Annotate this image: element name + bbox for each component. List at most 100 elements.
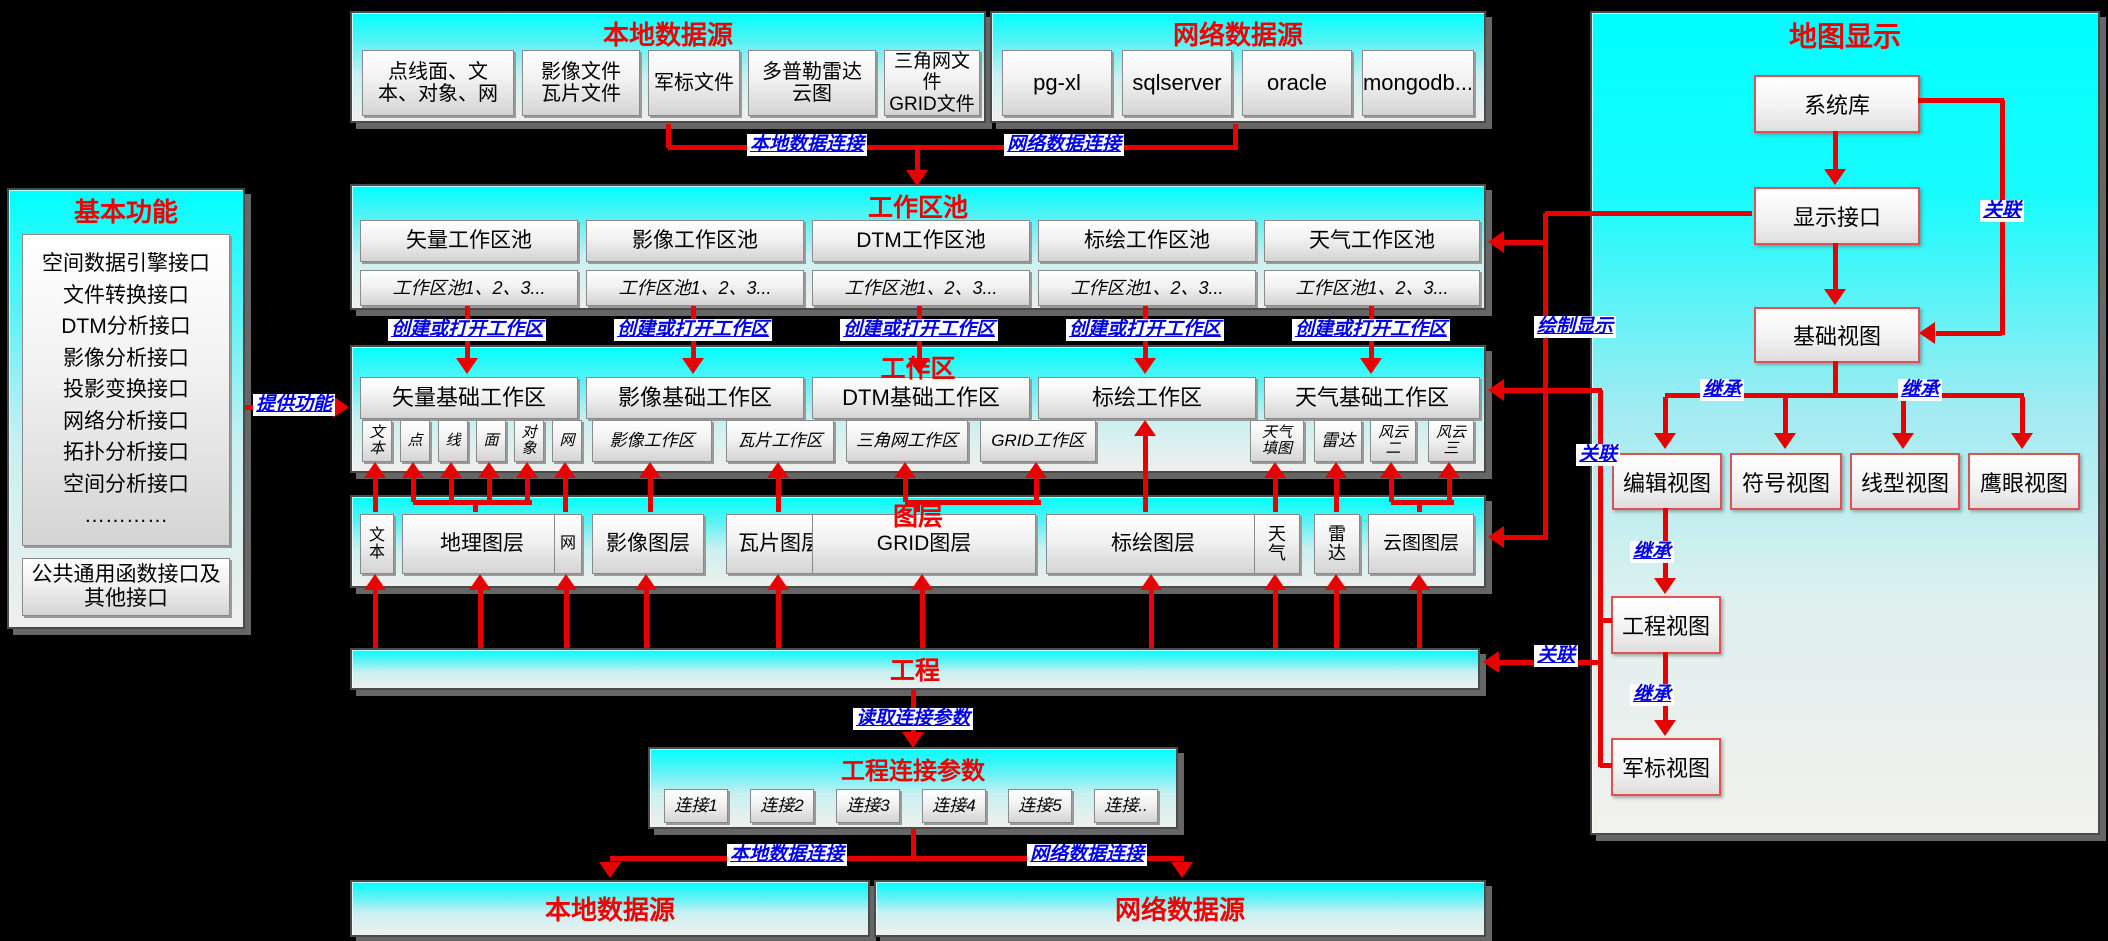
node-system-library: 系统库 (1754, 75, 1920, 133)
connector-line (915, 502, 920, 512)
connector-line (1233, 124, 1238, 148)
arrow-up-icon (639, 462, 661, 478)
arrow-up-icon (478, 462, 500, 478)
node-pg-xl: pg-xl (1002, 50, 1112, 116)
connector-line (1936, 331, 2002, 336)
connector-line (478, 590, 483, 648)
node-pool-items: 工作区池1、2、3... (360, 270, 578, 306)
node-oracle: oracle (1242, 50, 1352, 116)
node-layer-text: 文 本 (360, 514, 394, 574)
arrow-down-icon (1824, 289, 1846, 305)
interface-item: 网络分析接口 (63, 409, 189, 433)
node-connection-2: 连接2 (750, 789, 814, 823)
connector-line (473, 502, 478, 512)
panel-connection-params: 工程连接参数 连接1 连接2 连接3 连接4 连接5 连接.. (648, 747, 1178, 829)
arrow-down-icon (682, 358, 704, 374)
node-layer-network: 网 (554, 514, 582, 574)
arrow-up-icon (516, 462, 538, 478)
arrow-left-icon (1483, 651, 1499, 673)
node-ws-text: 文 本 (362, 420, 392, 462)
node-image-workspace: 影像工作区 (592, 420, 712, 462)
node-layer-image: 影像图层 (592, 514, 704, 574)
arrow-down-icon (1171, 862, 1193, 878)
connector-line (1504, 388, 1602, 393)
node-weather-pool: 天气工作区池 (1264, 220, 1480, 262)
node-dtm-pool: DTM工作区池 (812, 220, 1030, 262)
node-interface-list: 空间数据引擎接口 文件转换接口 DTM分析接口 影像分析接口 投影变换接口 网络… (22, 234, 230, 546)
label-draw-display: 绘制显示 (1533, 316, 1617, 338)
connector-line (449, 478, 454, 502)
connector-line (1334, 478, 1339, 512)
connector-line (1034, 478, 1039, 502)
connector-line (564, 590, 569, 648)
node-layer-radar: 雷 达 (1314, 514, 1360, 574)
label-create-open-workspace: 创建或打开工作区 (387, 319, 547, 341)
node-tin-grid-files: 三角网文件 GRID文件 (884, 50, 980, 116)
node-ws-polygon: 面 (476, 420, 506, 462)
node-linetype-view: 线型视图 (1850, 453, 1960, 510)
node-dtm-base-workspace: DTM基础工作区 (812, 377, 1030, 419)
interface-item: 影像分析接口 (63, 346, 189, 370)
connector-line (1901, 397, 1906, 435)
arrow-up-icon (440, 462, 462, 478)
connector-line (1600, 618, 1612, 623)
arrow-down-icon (2011, 433, 2033, 449)
node-edit-view: 编辑视图 (1612, 453, 1722, 510)
label-provide-function: 提供功能 (252, 394, 336, 416)
arrow-down-icon (1774, 433, 1796, 449)
arrow-up-icon (635, 574, 657, 590)
arrow-down-icon (1892, 433, 1914, 449)
arrow-up-icon (1264, 574, 1286, 590)
node-tile-workspace: 瓦片工作区 (726, 420, 834, 462)
node-image-tile-files: 影像文件 瓦片文件 (522, 50, 640, 116)
node-ws-network: 网 (552, 420, 582, 462)
node-base-view: 基础视图 (1754, 307, 1920, 363)
node-layer-cloud: 云图图层 (1368, 514, 1474, 574)
node-common-function-interface: 公共通用函数接口及 其他接口 (22, 558, 230, 616)
label-read-connection-params: 读取连接参数 (852, 708, 974, 730)
node-fengyun-2: 风云 二 (1370, 420, 1416, 462)
panel-basic-functions-title: 基本功能 (73, 197, 178, 227)
arrow-up-icon (767, 574, 789, 590)
arrow-up-icon (1438, 462, 1460, 478)
arrow-up-icon (364, 574, 386, 590)
node-display-interface: 显示接口 (1754, 187, 1920, 245)
node-layer-plot: 标绘图层 (1046, 514, 1260, 574)
arrow-left-icon (1919, 322, 1935, 344)
arrow-down-icon (906, 170, 928, 186)
arrow-up-icon (364, 462, 386, 478)
node-mongodb: mongodb... (1362, 50, 1474, 116)
label-create-open-workspace: 创建或打开工作区 (839, 319, 999, 341)
connector-line (776, 478, 781, 512)
label-inherit: 继承 (1629, 684, 1675, 706)
label-local-data-connection: 本地数据连接 (746, 134, 868, 156)
connector-line (2020, 397, 2025, 435)
panel-local-data-source-bottom: 本地数据源 (350, 880, 870, 937)
node-image-base-workspace: 影像基础工作区 (586, 377, 804, 419)
panel-basic-functions: 基本功能 空间数据引擎接口 文件转换接口 DTM分析接口 影像分析接口 投影变换… (7, 188, 245, 629)
connector-line (1663, 397, 1668, 435)
arrow-up-icon (469, 574, 491, 590)
connector-line (1598, 390, 1603, 767)
panel-network-data-source-top: 网络数据源 pg-xl sqlserver oracle mongodb... (990, 11, 1486, 123)
arrow-left-icon (1488, 526, 1504, 548)
connector-line (644, 590, 649, 648)
interface-item: 文件转换接口 (63, 283, 189, 307)
node-vector-files: 点线面、文 本、对象、网 (362, 50, 514, 116)
arrow-up-icon (1264, 462, 1286, 478)
node-doppler-radar-cloud: 多普勒雷达 云图 (748, 50, 876, 116)
panel-map-display-title: 地图显示 (1788, 21, 1901, 52)
arrow-up-icon (894, 462, 916, 478)
panel-network-data-source-title: 网络数据源 (1172, 20, 1303, 50)
arrow-down-icon (1134, 358, 1156, 374)
connector-line (1417, 590, 1422, 648)
label-association: 关联 (1575, 444, 1621, 466)
label-inherit: 继承 (1897, 379, 1943, 401)
connector-line (648, 478, 653, 512)
panel-local-data-source-title: 本地数据源 (602, 20, 733, 50)
connector-line (1417, 502, 1422, 512)
label-network-data-connection: 网络数据连接 (1026, 844, 1148, 866)
connector-line (1149, 590, 1154, 648)
connector-line (1918, 98, 2004, 103)
arrow-up-icon (1140, 574, 1162, 590)
